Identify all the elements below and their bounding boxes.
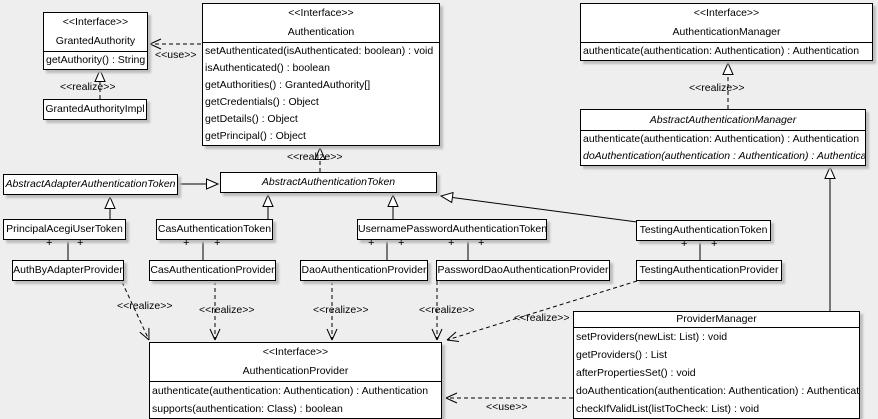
edge-label-realize: <<realize>>: [313, 304, 369, 316]
multiplicity-plus: +: [448, 237, 455, 249]
class-provider-manager[interactable]: ProviderManager setProviders(newList: Li…: [573, 311, 860, 419]
class-authentication-manager[interactable]: <<Interface>> AuthenticationManager auth…: [580, 3, 873, 61]
class-name: AbstractAuthenticationToken: [261, 176, 396, 188]
class-stereotype: <<Interface>>: [288, 7, 354, 19]
class-testing-authentication-provider[interactable]: TestingAuthenticationProvider: [636, 260, 782, 281]
class-name: AbstractAuthenticationManager: [649, 114, 797, 126]
edge-label-realize: <<realize>>: [419, 304, 475, 316]
multiplicity-plus: +: [368, 237, 375, 249]
class-method: authenticate(authentication: Authenticat…: [583, 133, 860, 145]
class-method: doAuthentication(authentication: Authent…: [576, 385, 859, 397]
class-username-password-authentication-token[interactable]: UsernamePasswordAuthenticationToken: [357, 219, 547, 240]
class-method: setAuthenticated(isAuthenticated: boolea…: [205, 45, 434, 57]
class-method: supports(authentication: Class) : boolea…: [152, 403, 343, 415]
edge-label-use: <<use>>: [486, 401, 528, 413]
class-name: TestingAuthenticationToken: [639, 224, 768, 236]
class-header: ProviderManager: [574, 312, 859, 328]
class-name: TestingAuthenticationProvider: [639, 264, 779, 276]
class-method: authenticate(authentication: Authenticat…: [152, 385, 429, 397]
class-method: doAuthentication(authentication : Authen…: [583, 150, 865, 162]
class-method: afterPropertiesSet() : void: [576, 367, 696, 379]
class-method: getDetails() : Object: [205, 113, 298, 125]
class-header: <<Interface>> Authentication: [203, 4, 439, 43]
class-method: setProviders(newList: List) : void: [576, 331, 728, 343]
class-auth-by-adapter-provider[interactable]: AuthByAdapterProvider: [12, 260, 124, 281]
multiplicity-plus: +: [681, 238, 688, 250]
edge-label-realize: <<realize>>: [287, 151, 343, 163]
class-name: CasAuthenticationProvider: [150, 264, 275, 276]
class-name: AuthByAdapterProvider: [13, 264, 123, 276]
class-granted-authority[interactable]: <<Interface>> GrantedAuthority getAuthor…: [43, 12, 148, 70]
class-password-dao-authentication-provider[interactable]: PasswordDaoAuthenticationProvider: [436, 260, 610, 281]
class-name: Authentication: [287, 26, 355, 38]
class-method: checkIfValidList(listToCheck: List) : vo…: [576, 403, 760, 415]
class-stereotype: <<Interface>>: [262, 346, 329, 358]
class-name: GrantedAuthorityImpl: [45, 103, 145, 115]
edge-label-realize: <<realize>>: [117, 300, 173, 312]
class-header: <<Interface>> AuthenticationManager: [581, 4, 872, 43]
class-name: CasAuthenticationToken: [157, 223, 272, 235]
class-abstract-authentication-token[interactable]: AbstractAuthenticationToken: [220, 172, 437, 193]
class-name: PrincipalAcegiUserToken: [6, 223, 123, 235]
edge-label-realize: <<realize>>: [60, 81, 116, 93]
class-method: getAuthority() : String: [46, 54, 146, 66]
class-name: AbstractAdapterAuthenticationToken: [5, 178, 176, 190]
class-header: AbstractAuthenticationManager: [581, 110, 865, 131]
class-method: isAuthenticated() : boolean: [205, 62, 330, 74]
class-name: ProviderManager: [676, 313, 757, 325]
class-principal-acegi-user-token[interactable]: PrincipalAcegiUserToken: [3, 219, 126, 240]
class-method: getAuthorities() : GrantedAuthority[]: [205, 79, 371, 91]
class-authentication[interactable]: <<Interface>> Authentication setAuthenti…: [202, 3, 440, 146]
edge-label-use: <<use>>: [155, 49, 197, 61]
edge-label-realize: <<realize>>: [689, 82, 745, 94]
class-stereotype: <<Interface>>: [62, 16, 129, 28]
class-name: PasswordDaoAuthenticationProvider: [437, 264, 609, 276]
class-header: <<Interface>> GrantedAuthority: [44, 13, 147, 52]
class-dao-authentication-provider[interactable]: DaoAuthenticationProvider: [300, 260, 428, 281]
class-method: getPrincipal() : Object: [205, 130, 306, 142]
class-authentication-provider[interactable]: <<Interface>> AuthenticationProvider aut…: [149, 342, 442, 419]
multiplicity-plus: +: [46, 237, 53, 249]
class-stereotype: <<Interface>>: [693, 7, 760, 19]
edge-label-realize: <<realize>>: [199, 304, 255, 316]
class-name: AuthenticationManager: [672, 26, 781, 38]
class-method: getProviders() : List: [576, 349, 668, 361]
multiplicity-plus: +: [183, 237, 190, 249]
class-abstract-adapter-authentication-token[interactable]: AbstractAdapterAuthenticationToken: [3, 174, 178, 195]
class-name: AuthenticationProvider: [242, 365, 349, 377]
class-name: GrantedAuthority: [55, 35, 136, 47]
multiplicity-plus: +: [77, 237, 84, 249]
multiplicity-plus: +: [711, 238, 718, 250]
class-cas-authentication-token[interactable]: CasAuthenticationToken: [156, 219, 273, 240]
multiplicity-plus: +: [214, 237, 221, 249]
class-testing-authentication-token[interactable]: TestingAuthenticationToken: [636, 220, 771, 241]
class-name: DaoAuthenticationProvider: [301, 264, 427, 276]
class-granted-authority-impl[interactable]: GrantedAuthorityImpl: [43, 99, 147, 120]
edge-label-realize: <<realize>>: [514, 312, 570, 324]
class-method: authenticate(authentication: Authenticat…: [583, 45, 860, 57]
multiplicity-plus: +: [478, 237, 485, 249]
class-abstract-authentication-manager[interactable]: AbstractAuthenticationManager authentica…: [580, 109, 866, 166]
multiplicity-plus: +: [398, 237, 405, 249]
class-cas-authentication-provider[interactable]: CasAuthenticationProvider: [149, 260, 276, 281]
class-method: getCredentials() : Object: [205, 96, 319, 108]
class-name: UsernamePasswordAuthenticationToken: [358, 223, 546, 235]
class-header: <<Interface>> AuthenticationProvider: [150, 343, 441, 382]
